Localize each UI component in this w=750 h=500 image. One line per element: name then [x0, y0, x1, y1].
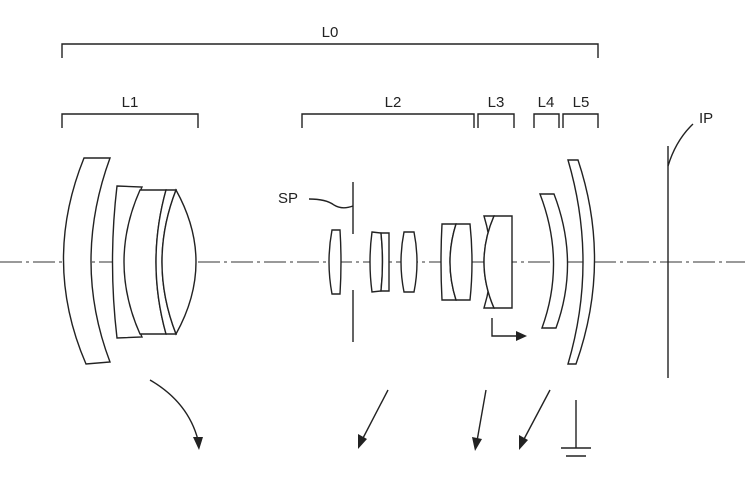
- bracket-l1: [61, 113, 199, 128]
- locus-l2-arrowhead: [358, 434, 367, 449]
- lens-l2-element-4: [400, 231, 418, 293]
- locus-l3-line: [476, 389, 487, 442]
- locus-l4-line: [522, 389, 551, 442]
- bracket-l0: [61, 43, 599, 58]
- lens-l1-element-5: [161, 188, 197, 336]
- locus-l2-line: [361, 389, 389, 441]
- lens-l3-element-2: [483, 215, 513, 309]
- locus-l4-arrowhead: [519, 435, 528, 450]
- label-l3: L3: [488, 94, 505, 111]
- lens-l2-element-1: [328, 229, 342, 295]
- focus-move-arrowhead: [516, 331, 527, 341]
- lens-l2-element-6: [449, 223, 473, 301]
- focus-move-path: [491, 318, 524, 337]
- label-l1: L1: [122, 94, 139, 111]
- locus-l1-arrowhead: [193, 437, 203, 450]
- lens-l4-element: [538, 193, 569, 329]
- lens-l2-element-3: [380, 232, 390, 292]
- bracket-l3: [477, 113, 515, 128]
- label-l4: L4: [538, 94, 555, 111]
- stop-leader-line: [308, 198, 354, 209]
- locus-l3-arrowhead: [472, 437, 482, 451]
- ip-leader-line: [667, 123, 694, 167]
- bracket-l5: [562, 113, 599, 128]
- label-ip: IP: [699, 110, 713, 127]
- label-l5: L5: [573, 94, 590, 111]
- label-sp: SP: [278, 190, 298, 207]
- label-l2: L2: [385, 94, 402, 111]
- lens-l2-element-2: [369, 231, 384, 293]
- lens-l5-element: [567, 159, 596, 365]
- bracket-l4: [533, 113, 560, 128]
- bracket-l2: [301, 113, 475, 128]
- lens-l1-front-meniscus: [62, 157, 112, 365]
- label-l0: L0: [322, 24, 339, 41]
- locus-l1-curve: [149, 379, 199, 441]
